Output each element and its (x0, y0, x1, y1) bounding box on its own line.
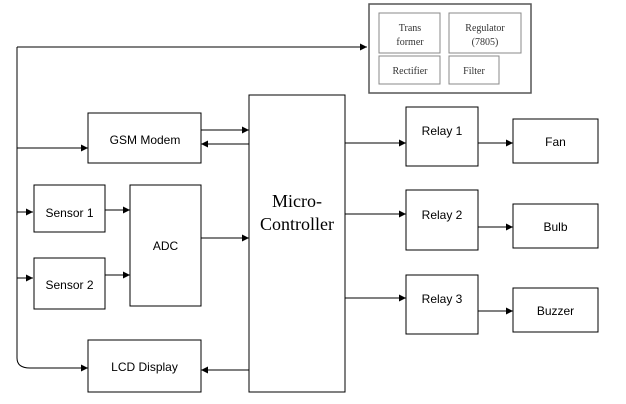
bulb-block: Bulb (512, 203, 599, 249)
rectifier-label: Rectifier (393, 66, 429, 77)
microcontroller-block: Micro- Controller (248, 94, 346, 393)
adc-block: ADC (129, 184, 202, 307)
microcontroller-label-2: Controller (260, 214, 334, 234)
filter-label: Filter (463, 66, 485, 77)
relay-3-block: Relay 3 (405, 274, 479, 335)
sensor-2-label: Sensor 2 (45, 278, 93, 292)
fan-label: Fan (545, 135, 566, 149)
sensor-1-block: Sensor 1 (33, 184, 106, 233)
buzzer-block: Buzzer (512, 287, 599, 333)
relay-3-label: Relay 3 (422, 292, 463, 306)
fan-block: Fan (512, 118, 599, 164)
gsm-modem-block: GSM Modem (87, 112, 202, 164)
relay-1-label: Relay 1 (422, 124, 463, 138)
adc-label: ADC (153, 239, 179, 253)
buzzer-label: Buzzer (537, 304, 574, 318)
microcontroller-label-1: Micro- (272, 191, 322, 211)
sensor-1-label: Sensor 1 (45, 206, 93, 220)
regulator-label-1: Regulator (465, 23, 505, 34)
relay-2-block: Relay 2 (405, 189, 479, 251)
transformer-label-1: Trans (399, 23, 422, 34)
lcd-display-label: LCD Display (111, 360, 178, 374)
power-bus (16, 43, 367, 372)
sensor-2-block: Sensor 2 (33, 257, 106, 310)
relay-2-label: Relay 2 (422, 208, 463, 222)
gsm-modem-label: GSM Modem (110, 133, 181, 147)
signal-arrows (105, 126, 513, 374)
power-supply-panel: Trans former Regulator (7805) Rectifier … (368, 3, 532, 94)
lcd-display-block: LCD Display (87, 339, 202, 393)
transformer-label-2: former (396, 37, 424, 48)
relay-1-block: Relay 1 (405, 106, 479, 167)
regulator-label-2: (7805) (472, 37, 499, 48)
bulb-label: Bulb (543, 220, 567, 234)
